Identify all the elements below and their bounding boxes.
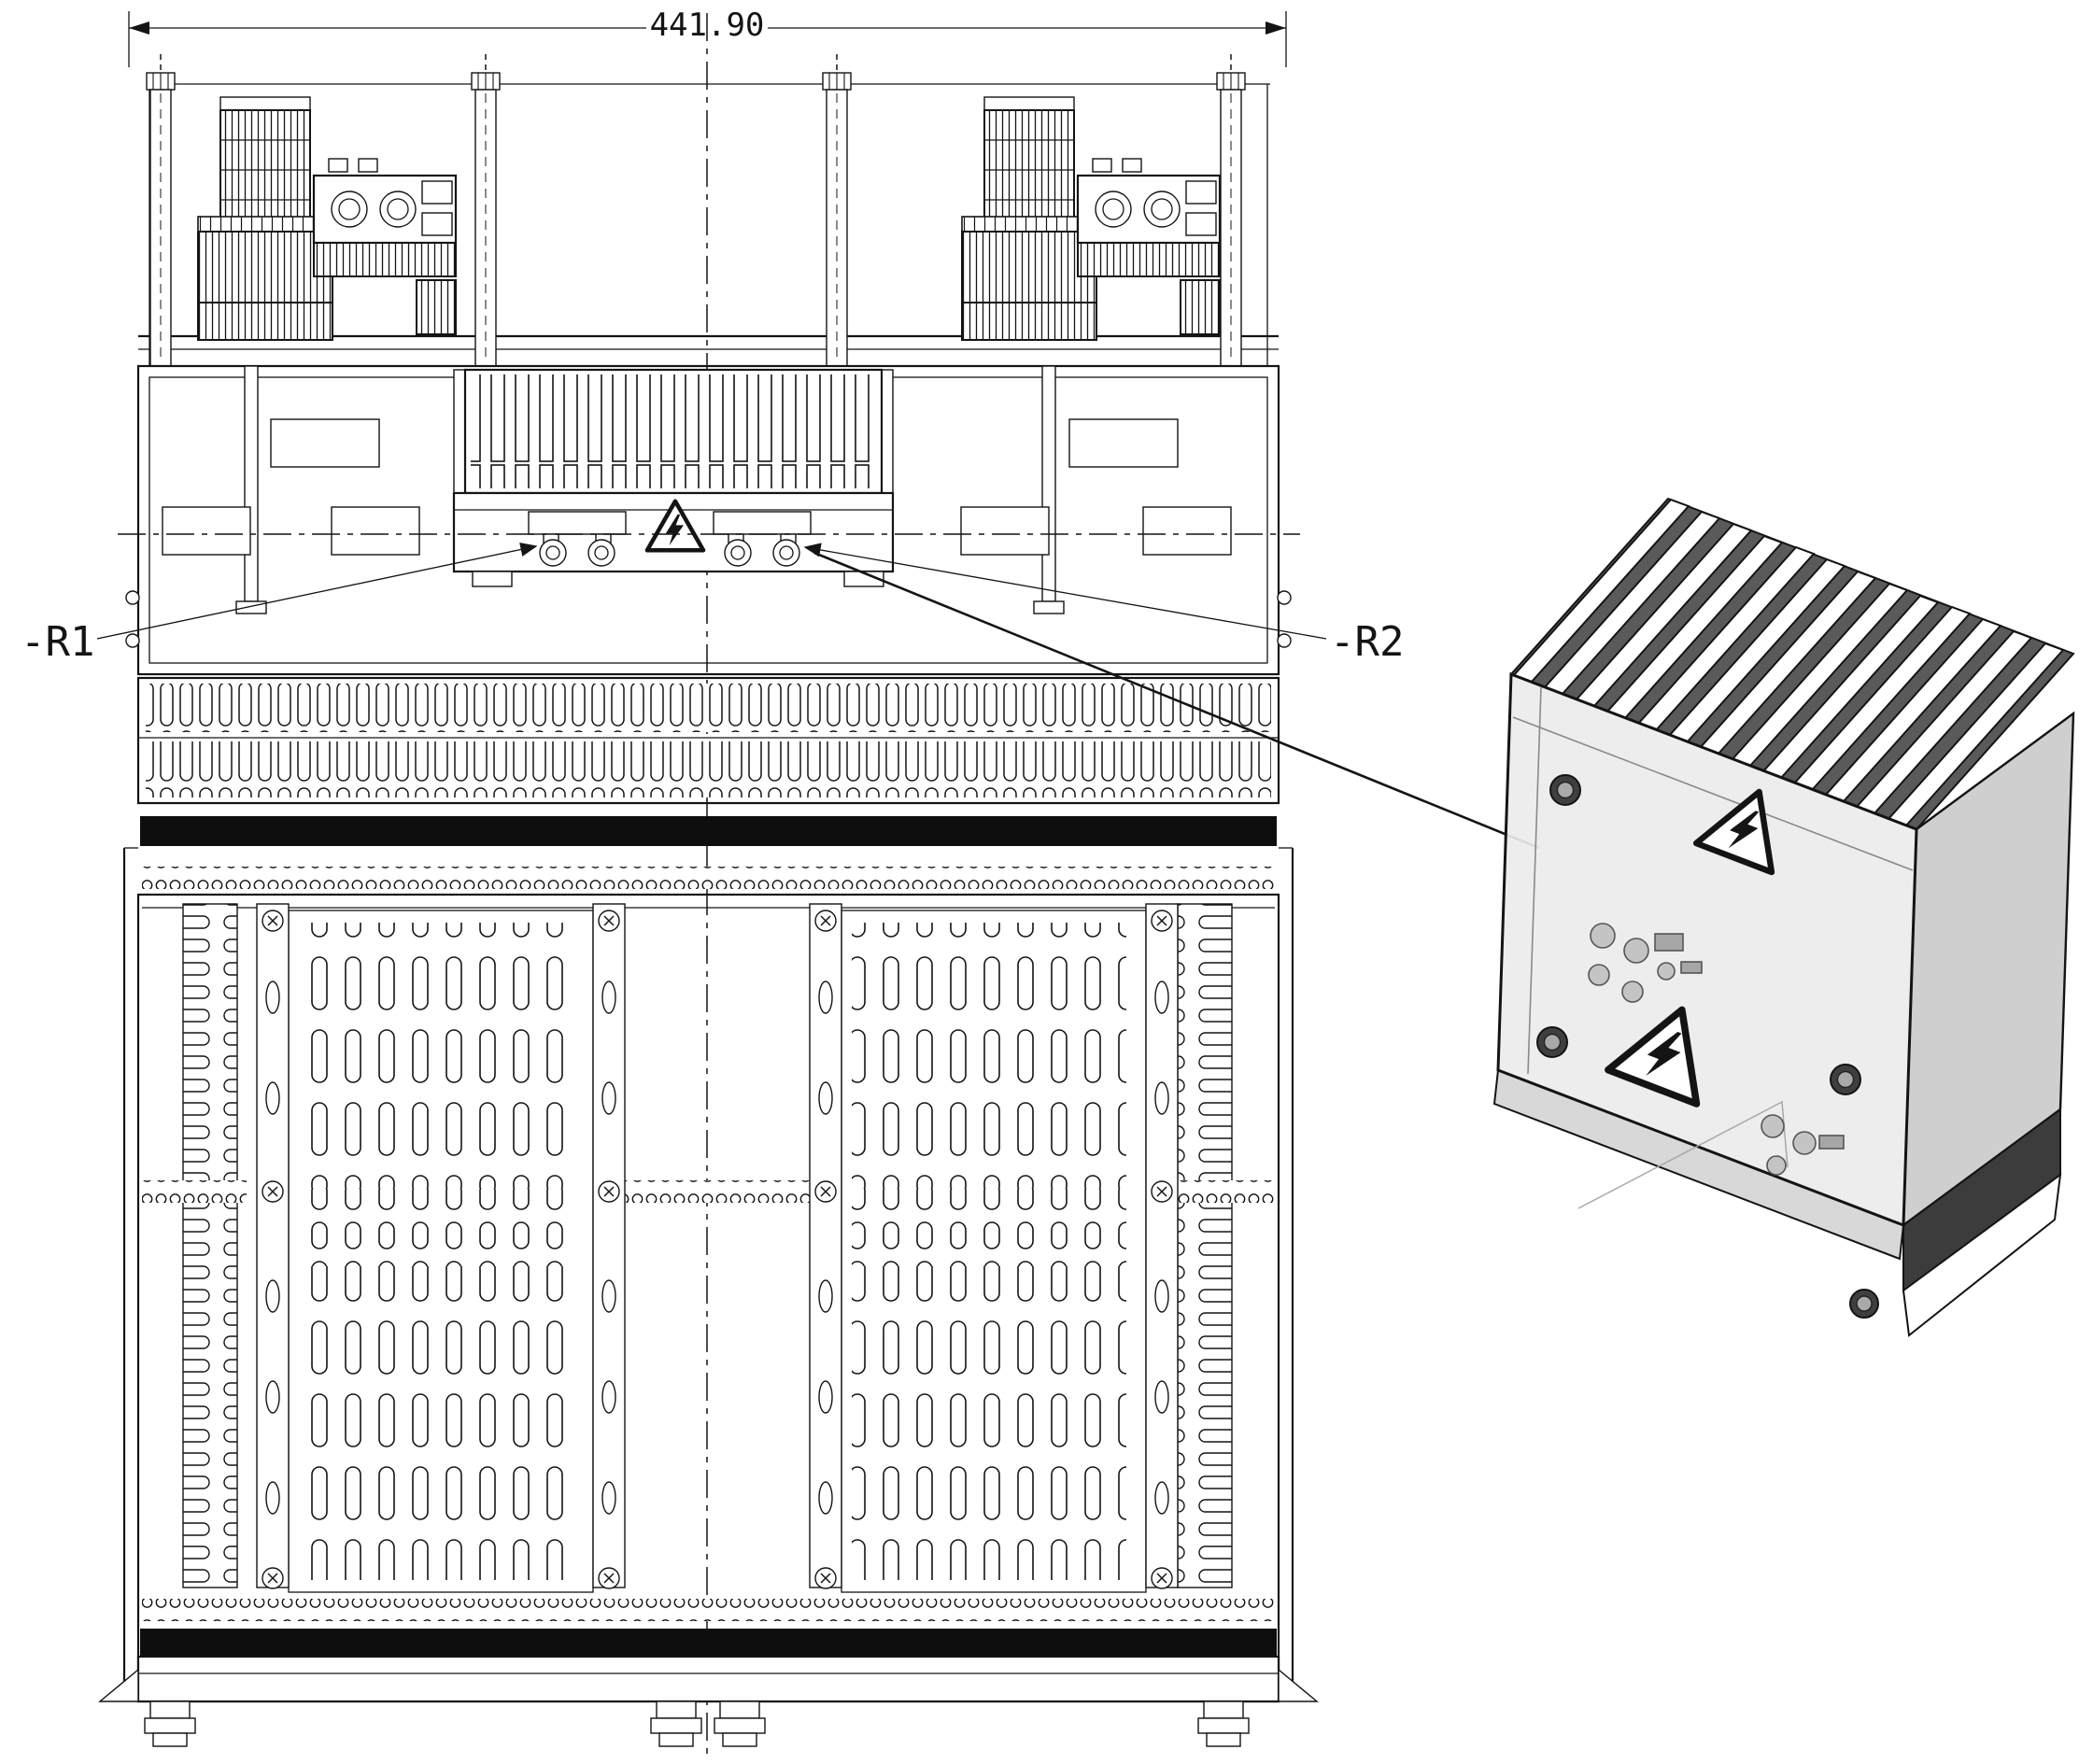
mounting-bolts-3d — [1536, 774, 1879, 1319]
plate-bracket-line — [1527, 686, 1542, 1075]
leader-r2 — [803, 543, 1327, 640]
heatsink-fins-front — [471, 374, 876, 488]
perforation-row-bottom — [142, 1599, 1275, 1621]
support-strut-right — [1041, 365, 1056, 602]
base-flange-right — [1278, 1668, 1319, 1702]
dim-arrow-right — [1266, 21, 1286, 35]
heatsink-fins-3d — [1512, 498, 2065, 827]
leader-r1 — [96, 543, 538, 640]
black-band-top — [140, 816, 1277, 846]
vent-cutout-left-2 — [331, 506, 420, 556]
front-plate-3d — [1496, 671, 1918, 1228]
label-r2: -R2 — [1330, 618, 1404, 666]
mounting-rail-4 — [1146, 904, 1178, 1588]
foot-left — [144, 1700, 196, 1747]
terminal-cluster-3d-left — [1588, 923, 1703, 1003]
bottom-flange-3d — [1902, 1172, 2062, 1337]
mounting-rail-2 — [593, 904, 625, 1588]
slot-panel-left-midband — [304, 1188, 579, 1266]
edge-slot-column-right — [1177, 903, 1233, 1588]
isometric-resistor-module — [1492, 497, 2075, 1337]
vent-cutout-left-1 — [162, 506, 251, 556]
foot-right — [1197, 1700, 1250, 1747]
base-strip — [136, 1655, 1280, 1703]
upper-panel-frame — [136, 364, 1280, 676]
louver-row-bottom — [146, 741, 1271, 797]
perforation-row-mid-left — [142, 1180, 247, 1203]
perforation-row-mid-right — [1170, 1180, 1275, 1203]
stud-post-2 — [471, 53, 501, 367]
module-foot-right — [843, 571, 884, 587]
hinge-pin-left-1 — [125, 590, 140, 605]
stud-post-1 — [146, 53, 176, 367]
dim-arrow-left — [129, 21, 149, 35]
hinge-pin-left-2 — [125, 633, 140, 648]
vent-cutout-right-1 — [960, 506, 1050, 556]
support-strut-left — [244, 365, 259, 602]
stud-post-3 — [822, 53, 852, 367]
detail-leader-line — [813, 551, 1540, 850]
cutout-right — [1068, 418, 1179, 468]
perforation-row-top — [142, 867, 1275, 889]
foot-center-1 — [650, 1700, 702, 1747]
stud-post-4 — [1216, 53, 1246, 367]
base-flange-left — [98, 1668, 139, 1702]
terminal-cluster-3d-right — [1761, 1114, 1845, 1176]
black-band-bottom — [140, 1629, 1277, 1657]
lower-cabinet — [98, 847, 1319, 1747]
hinge-pin-right-2 — [1277, 633, 1292, 648]
edge-slot-column-left — [182, 903, 238, 1588]
label-r1: -R1 — [21, 618, 94, 666]
module-foot-left — [472, 571, 513, 587]
plate-reflection — [1577, 1100, 1789, 1209]
mounting-rail-1 — [257, 904, 289, 1588]
hinge-pin-right-1 — [1277, 590, 1292, 605]
cutout-left — [270, 418, 380, 468]
top-terminal-assembly — [138, 53, 1279, 367]
vent-cutout-right-2 — [1142, 506, 1232, 556]
perforation-row-mid-center — [625, 1180, 810, 1203]
louver-row-top — [146, 684, 1271, 732]
louver-grille — [136, 676, 1280, 805]
resistor-module-front — [452, 368, 895, 587]
reference-labels: -R1 -R2 — [21, 543, 1540, 850]
terminal-cluster-left — [196, 95, 458, 342]
upper-cabinet-panel — [125, 364, 1292, 676]
slot-panel-right-midband — [852, 1188, 1126, 1266]
foot-center-2 — [714, 1700, 766, 1747]
plate-rail-line — [1512, 716, 1914, 871]
mounting-rail-3 — [810, 904, 841, 1588]
terminal-cluster-right — [960, 95, 1222, 342]
